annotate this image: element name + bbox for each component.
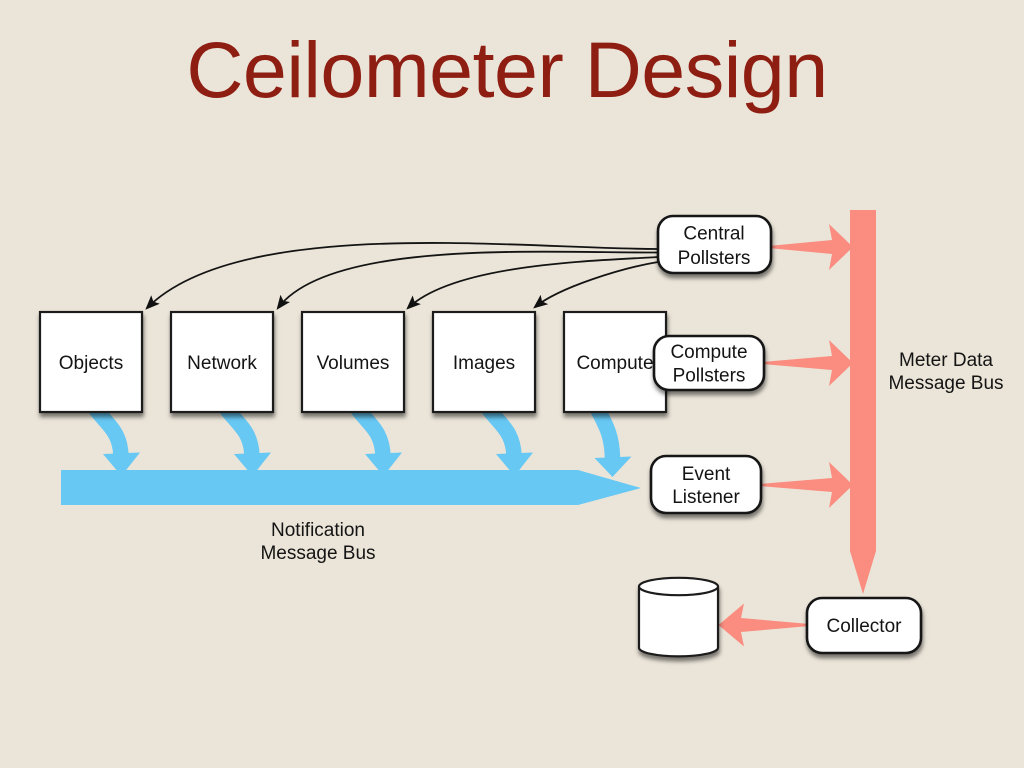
svg-text:Event: Event xyxy=(682,464,731,485)
svg-text:Pollsters: Pollsters xyxy=(678,248,751,269)
svg-text:Central: Central xyxy=(683,224,744,245)
svg-text:Objects: Objects xyxy=(59,353,123,374)
svg-text:Volumes: Volumes xyxy=(317,353,390,374)
svg-text:Pollsters: Pollsters xyxy=(673,366,746,387)
svg-text:Network: Network xyxy=(187,353,257,374)
svg-text:Message Bus: Message Bus xyxy=(888,373,1003,394)
svg-text:Message Bus: Message Bus xyxy=(260,543,375,564)
svg-text:Compute: Compute xyxy=(576,353,653,374)
svg-text:Ceilometer Design: Ceilometer Design xyxy=(186,25,827,114)
svg-text:Images: Images xyxy=(453,353,515,374)
svg-text:Notification: Notification xyxy=(271,520,365,541)
svg-text:Collector: Collector xyxy=(827,616,903,637)
svg-text:Listener: Listener xyxy=(672,487,740,508)
svg-text:Compute: Compute xyxy=(670,342,747,363)
svg-text:Meter Data: Meter Data xyxy=(899,350,993,371)
